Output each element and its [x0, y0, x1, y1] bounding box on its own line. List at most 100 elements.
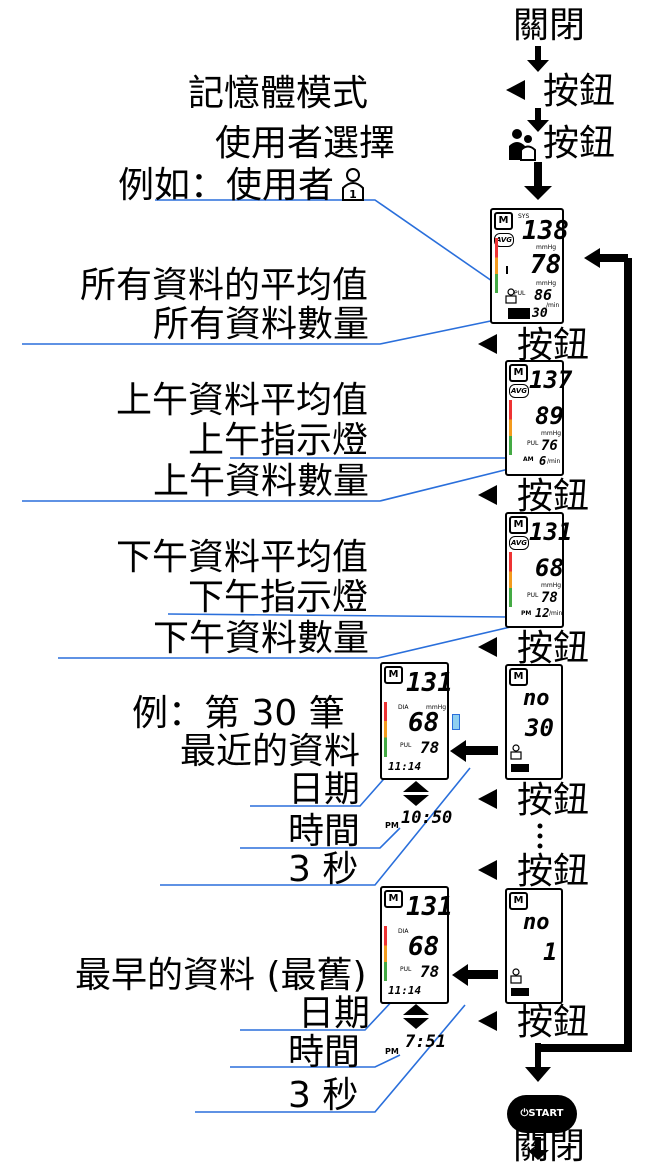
battery-icon — [508, 308, 530, 319]
label-example-30: 例：第 30 筆 — [132, 693, 345, 734]
step-button-6[interactable]: 按鈕 — [517, 851, 590, 892]
status-indicator — [452, 714, 460, 730]
leader-pm-count — [58, 619, 541, 659]
memory-icon: M — [384, 890, 403, 908]
lcd-time: 10:50 — [401, 808, 453, 828]
avg-icon: AVG — [509, 384, 529, 398]
lcd-count: 30 — [532, 306, 548, 321]
left-triangles — [478, 80, 525, 1031]
step-button-5[interactable]: 按鈕 — [517, 780, 590, 821]
user1-icon — [505, 288, 517, 304]
battery-icon — [511, 764, 529, 772]
lcd-pul: 78 — [420, 962, 440, 981]
lcd-count: 12 — [535, 606, 550, 620]
leader-lines — [22, 199, 546, 1113]
label-sec2: 3 秒 — [288, 1075, 359, 1116]
leader-date1 — [250, 771, 391, 807]
lcd-dia: 89 — [535, 402, 564, 430]
leader-sec1 — [160, 767, 471, 886]
step-button-4[interactable]: 按鈕 — [517, 628, 590, 669]
user1-icon — [510, 968, 522, 984]
lcd-sys: 131 — [406, 668, 453, 698]
memory-icon: M — [509, 892, 528, 910]
lcd-pul: 78 — [420, 738, 440, 757]
loop-line — [540, 258, 632, 1052]
lcd-sys: 138 — [522, 216, 569, 246]
label-pm-avg: 下午資料平均值 — [116, 537, 369, 578]
lcd-dia: 68 — [535, 554, 564, 582]
lcd-pul: 78 — [541, 590, 558, 606]
memory-icon: M — [509, 516, 528, 534]
leader-sec2 — [195, 1004, 466, 1113]
lcd-time: 7:51 — [405, 1032, 446, 1052]
loop-arrowhead — [584, 248, 600, 268]
lcd-no-number: 30 — [525, 714, 554, 742]
label-am-count: 上午資料數量 — [153, 461, 370, 502]
memory-icon: M — [509, 668, 528, 686]
step-button-2[interactable]: 按鈕 — [517, 325, 590, 366]
user1-icon: 1 — [342, 168, 364, 201]
user-button-icon — [509, 129, 536, 161]
record-arrows — [450, 740, 498, 986]
time-tag: PM — [385, 1047, 399, 1056]
step-button-user[interactable]: 按鈕 — [543, 123, 616, 164]
label-sec1: 3 秒 — [288, 849, 359, 890]
step-off-top: 關閉 — [513, 5, 586, 46]
label-memory-mode: 記憶體模式 — [188, 73, 369, 114]
time-tag: PM — [385, 821, 399, 830]
label-oldest: 最早的資料 (最舊) — [75, 955, 367, 996]
lcd-pm-average: M AVG 131 68 mmHg PUL 78 PM 12 /min — [505, 512, 572, 628]
label-pm-indicator: 下午指示燈 — [188, 577, 369, 618]
step-off-bottom: 關閉 — [513, 1126, 586, 1167]
label-recent: 最近的資料 — [180, 731, 361, 772]
lcd-all-average: M AVG SYS 138 mmHg 78 mmHg PUL 86 /min 3… — [490, 208, 569, 324]
label-am-avg: 上午資料平均值 — [116, 380, 369, 421]
label-user-select: 使用者選擇 — [215, 123, 396, 164]
pm-indicator: PM — [521, 610, 532, 617]
lcd-record-no-1: M no 1 — [505, 888, 563, 1004]
leader-time1 — [240, 827, 401, 849]
leader-date2 — [240, 997, 396, 1031]
leader-user — [155, 199, 506, 291]
ellipsis-dots — [537, 823, 543, 849]
label-example-user: 例如：使用者 — [118, 165, 335, 206]
leader-pm-indicator — [167, 613, 511, 618]
label-date1: 日期 — [288, 769, 361, 810]
leader-am-count — [22, 459, 546, 502]
label-date2: 日期 — [298, 993, 371, 1034]
lcd-record-1: M 131 DIA 68 PUL 78 11:14 — [380, 886, 453, 1004]
updown-arrows — [403, 781, 429, 1029]
start-button[interactable]: ⏻START — [507, 1095, 577, 1133]
label-pm-count: 下午資料數量 — [153, 618, 370, 659]
lcd-date: 11:14 — [388, 984, 422, 997]
lcd-dia: 78 — [530, 250, 562, 280]
avg-icon: AVG — [494, 233, 514, 247]
bp-scale — [495, 238, 498, 293]
lcd-no-label: no — [523, 910, 550, 935]
lcd-sys: 137 — [529, 366, 573, 394]
lcd-record-no-30: M no 30 — [505, 664, 563, 780]
lcd-date: 11:14 — [388, 760, 422, 773]
leader-time2 — [230, 1054, 401, 1068]
step-button-3[interactable]: 按鈕 — [517, 476, 590, 517]
lcd-record-30: M 131 DIA mmHg 68 PUL 78 11:14 — [380, 662, 460, 780]
lcd-dia: 68 — [408, 708, 440, 738]
battery-icon — [511, 988, 529, 996]
user1-icon — [510, 744, 522, 760]
power-icon: ⏻ — [520, 1108, 529, 1119]
label-time1: 時間 — [288, 811, 361, 852]
svg-text:1: 1 — [349, 188, 357, 201]
lcd-no-label: no — [523, 686, 550, 711]
label-all-avg: 所有資料的平均值 — [80, 265, 369, 306]
lcd-no-number: 1 — [543, 938, 558, 966]
step-button-1[interactable]: 按鈕 — [543, 71, 616, 112]
avg-icon: AVG — [509, 536, 529, 550]
lcd-sys: 131 — [406, 892, 453, 922]
lcd-dia: 68 — [408, 932, 440, 962]
lcd-pul: 76 — [541, 438, 558, 454]
leader-all-count — [22, 317, 506, 345]
lcd-count: 6 — [539, 454, 547, 468]
memory-icon: M — [494, 212, 513, 230]
step-button-7[interactable]: 按鈕 — [517, 1002, 590, 1043]
